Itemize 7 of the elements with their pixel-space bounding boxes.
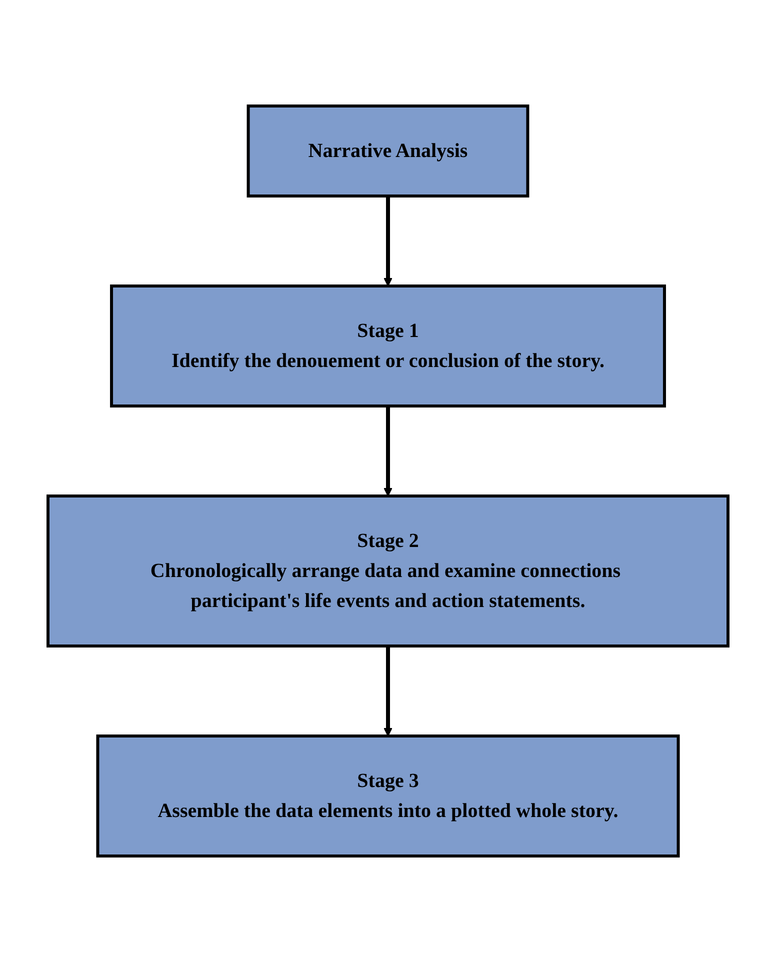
node-box: Stage 3 Assemble the data elements into a plotted whole story. [96, 734, 680, 858]
node-box: Stage 2 Chronologically arrange data and examine connections participant's life events and action statements. [46, 494, 730, 648]
arrow [384, 196, 392, 286]
node-box: Narrative Analysis [246, 104, 530, 198]
node-box: Stage 1 Identify the denouement or conclusion of the story. [110, 284, 666, 408]
arrow [384, 646, 392, 736]
arrow [384, 406, 392, 496]
